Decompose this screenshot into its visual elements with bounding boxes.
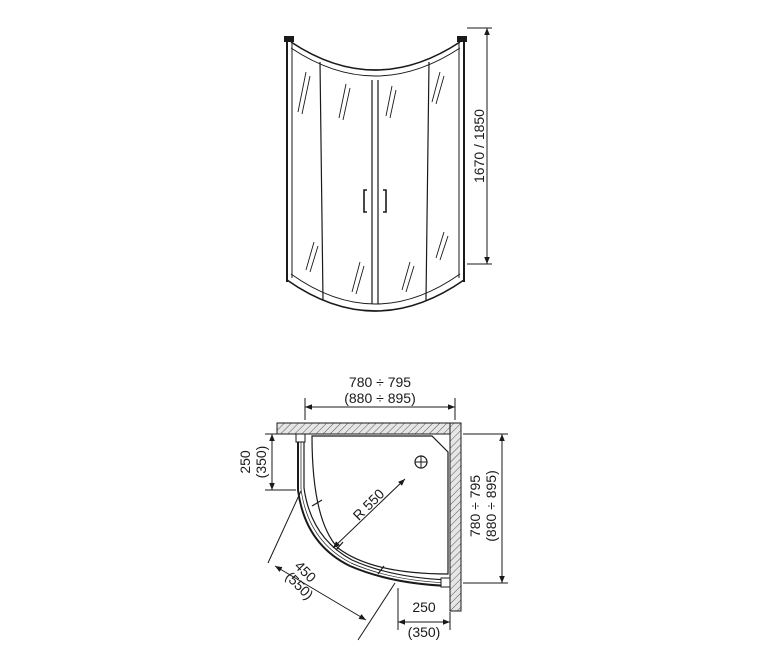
top-width-dimension <box>304 398 456 420</box>
bottom-return-dimension <box>397 588 451 630</box>
height-dimension <box>467 27 492 265</box>
enclosure-arc-outer <box>297 434 451 587</box>
bottom-tray <box>286 279 465 312</box>
left-return-dimension <box>265 433 296 491</box>
radius-line <box>332 478 406 549</box>
bottom-return-label-2: (350) <box>408 624 441 640</box>
front-view <box>284 36 467 312</box>
right-wall <box>449 422 462 612</box>
top-width-label-1: 780 ÷ 795 <box>349 374 411 390</box>
top-rail <box>290 41 461 71</box>
bottom-tray-inner <box>290 273 461 305</box>
plan-view: R 550 780 ÷ 795 (880 ÷ 895) 780 ÷ 795 (8… <box>237 374 508 641</box>
glass-reflections <box>297 71 449 295</box>
shower-tray <box>311 435 449 575</box>
height-label: 1670 / 1850 <box>471 109 487 183</box>
panel-line-4 <box>425 61 430 301</box>
right-depth-dimension <box>463 433 508 584</box>
panel-line-1 <box>319 61 324 301</box>
radius-label: R 550 <box>350 485 388 523</box>
top-width-label-2: (880 ÷ 895) <box>344 390 416 406</box>
left-return-label-1: 250 <box>237 450 253 474</box>
door-handles <box>363 189 387 213</box>
right-depth-label-2: (880 ÷ 895) <box>483 470 499 542</box>
bottom-return-label-1: 250 <box>412 599 436 615</box>
top-wall <box>276 422 462 435</box>
left-return-label-2: (350) <box>253 446 269 479</box>
top-rail-inner <box>290 47 461 77</box>
enclosure-arc-inner <box>303 434 451 581</box>
right-depth-label-1: 780 ÷ 795 <box>467 475 483 537</box>
diagonal-dimension <box>267 490 396 641</box>
